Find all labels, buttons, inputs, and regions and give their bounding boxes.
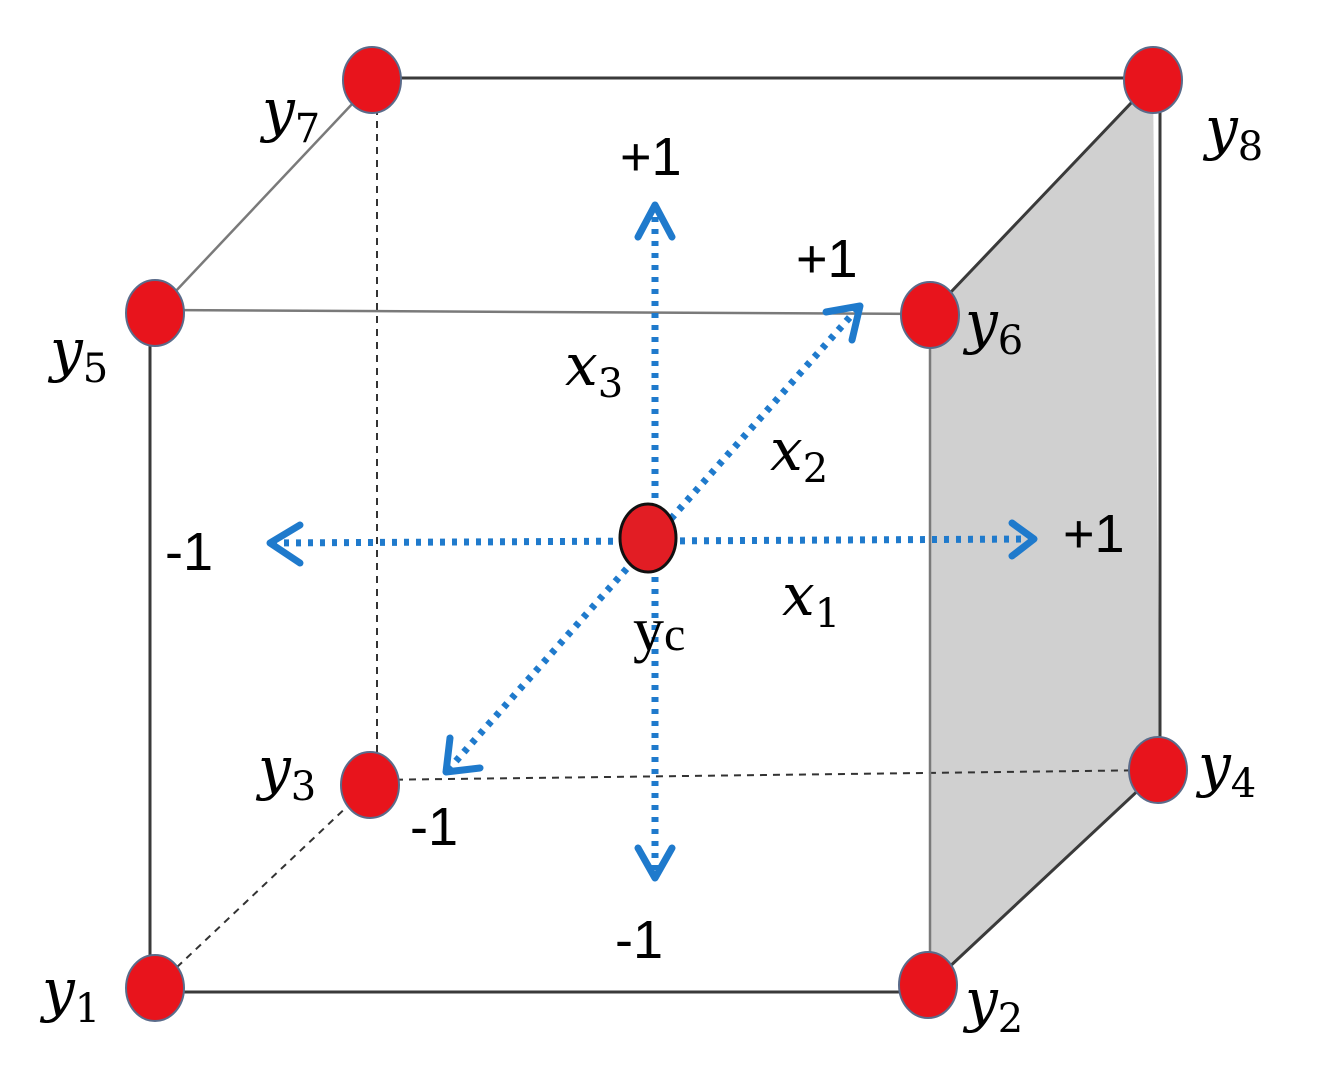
vertex-y7 (342, 46, 402, 114)
axis-x3-minus-arrowhead (634, 844, 676, 882)
axis-x1-plus-arrowhead (1008, 519, 1038, 560)
vertex-y6 (900, 281, 960, 349)
vertex-y3 (340, 751, 400, 819)
label-y3: y3 (255, 734, 316, 810)
edge-y5-y7 (157, 84, 371, 311)
label-x2-minus: -1 (410, 797, 458, 857)
vertex-y4 (1128, 736, 1188, 804)
label-y5: y5 (47, 316, 108, 392)
edge-y2-y4 (928, 768, 1162, 987)
axis-x2-minus-arrowhead (442, 734, 484, 776)
label-x1-minus: -1 (165, 522, 213, 582)
label-yc: yc (633, 596, 685, 664)
label-y7: y7 (259, 76, 320, 152)
hidden-edge-y3-y4 (369, 769, 1161, 781)
label-y8: y8 (1202, 94, 1263, 170)
edge-y5-y6 (157, 308, 931, 316)
vertex-y5 (125, 279, 185, 347)
vertex-y2 (898, 951, 958, 1019)
vertex-y8 (1123, 46, 1183, 114)
shaded-right-face (930, 80, 1160, 985)
label-y6: y6 (962, 288, 1023, 364)
center-point-yc (618, 502, 678, 574)
hidden-edge-y1-y3 (157, 784, 371, 986)
label-y2: y2 (962, 966, 1023, 1042)
label-x3-plus: +1 (620, 127, 682, 187)
label-y1: y1 (39, 956, 100, 1032)
axis-x2-plus-arrowhead (822, 302, 864, 344)
vertex-y1 (125, 954, 185, 1022)
edge-y6-y8 (928, 78, 1155, 316)
label-x3: x3 (565, 331, 623, 407)
label-x3-minus: -1 (615, 910, 663, 970)
axis-x3-plus-arrowhead (634, 201, 676, 241)
label-x1: x1 (782, 561, 840, 637)
axis-x1-minus-arrowhead (266, 521, 304, 567)
label-x2: x2 (770, 416, 828, 492)
label-x2-plus: +1 (796, 229, 858, 289)
label-x1-plus: +1 (1063, 504, 1125, 564)
label-y4: y4 (1195, 731, 1256, 807)
